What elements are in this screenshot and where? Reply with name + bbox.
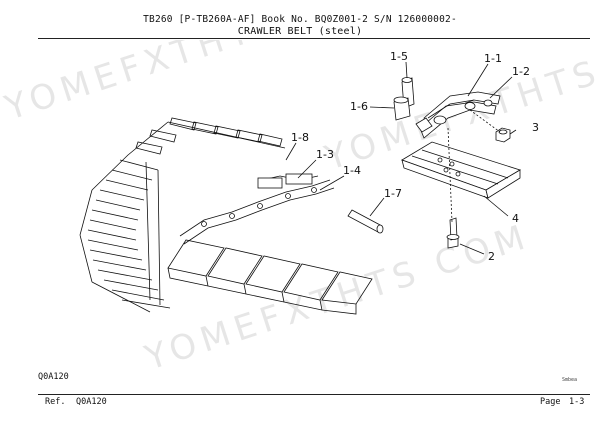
page-number: 1-3: [569, 397, 585, 407]
small-code: Smbea: [562, 377, 578, 383]
link-assembly-1-1: [415, 91, 501, 139]
watermark-1: YOMEFXTHTS COM: [0, 40, 395, 129]
callout-1-1: 1-1: [484, 52, 502, 65]
shoe-plate-4: [401, 141, 521, 199]
nut-3: [495, 127, 511, 143]
leader-lines: [285, 61, 517, 255]
page-label: Page: [540, 397, 561, 407]
callout-1-3: 1-3: [316, 148, 334, 161]
callout-1-5: 1-5: [390, 50, 408, 63]
watermark-3: YOMEFXTHTS COM: [139, 216, 535, 379]
callout-1-7: 1-7: [384, 187, 402, 200]
callout-4: 4: [512, 212, 519, 225]
bottom-rule: [38, 394, 590, 395]
callout-1-4: 1-4: [343, 164, 361, 177]
ref-value: Q0A120: [76, 397, 107, 407]
ref-label: Ref.: [45, 397, 66, 407]
chain-links: [179, 179, 335, 245]
link-parts: [347, 77, 521, 249]
top-shoes: [135, 117, 283, 155]
bolt-2: [446, 217, 460, 249]
callout-3: 3: [532, 121, 539, 134]
front-shoes: [167, 239, 373, 315]
crawler-belt-assembly: [79, 117, 373, 315]
left-shoe-stack: [87, 159, 171, 309]
exploded-parts-diagram: YOMEFXTHTS COM YOMEFXTHTS .COM YOMEFXTHT…: [0, 40, 600, 379]
upper-links: [257, 173, 319, 189]
header-info: TB260 [P-TB260A-AF] Book No. BQ0Z001-2 S…: [143, 14, 457, 25]
diagram-code: Q0A120: [38, 372, 69, 382]
pin-1-7: [347, 209, 384, 234]
callout-1-2: 1-2: [512, 65, 530, 78]
callout-1-6: 1-6: [350, 100, 368, 113]
page-title: CRAWLER BELT (steel): [237, 26, 363, 37]
callout-1-8: 1-8: [291, 131, 309, 144]
callout-2: 2: [488, 250, 495, 263]
top-rule: [38, 38, 590, 39]
bushing-1-6: [393, 96, 411, 121]
